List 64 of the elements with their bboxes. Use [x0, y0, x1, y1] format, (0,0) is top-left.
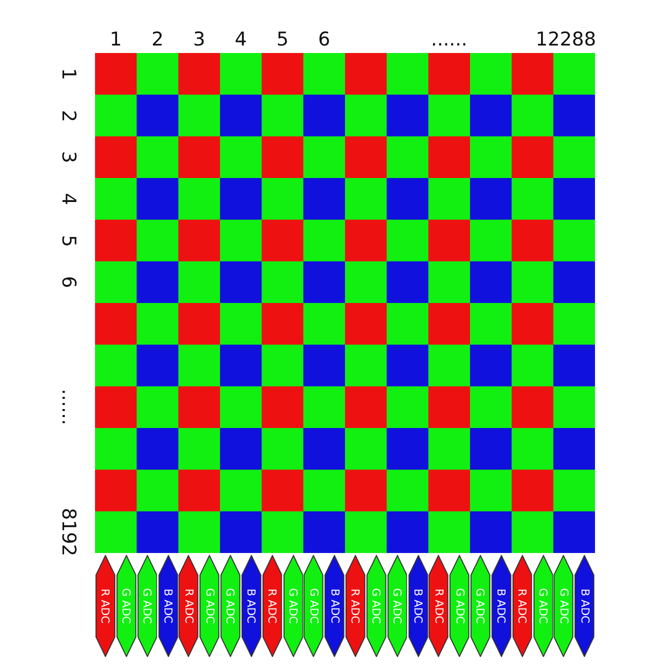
adc-hexagon [532, 555, 554, 657]
row-number: 5 [58, 234, 78, 247]
adc-hexagon [116, 555, 137, 657]
adc-label: G ADC [558, 588, 570, 624]
adc-label: R ADC [350, 588, 361, 624]
row-number: 4 [58, 192, 78, 205]
adc-label: G ADC [287, 588, 298, 624]
row-number: 6 [58, 276, 78, 288]
adc-hexagon [470, 555, 491, 657]
adc-label: B ADC [579, 588, 590, 624]
adc-label: G ADC [224, 588, 236, 624]
adc-label: R ADC [183, 588, 194, 624]
adc-label: R ADC [100, 588, 111, 624]
adc-hexagon [282, 555, 304, 657]
adc-hexagon [220, 555, 241, 657]
adc-hexagon [408, 555, 428, 657]
column-number: 12288 [536, 30, 596, 50]
adc-hexagon [136, 555, 158, 657]
row-number: 2 [58, 109, 78, 122]
adc-hexagon [178, 555, 200, 657]
adc-label: R ADC [433, 588, 444, 624]
adc-label: G ADC [392, 588, 403, 624]
adc-label: B ADC [246, 588, 257, 624]
adc-hexagon [428, 555, 450, 657]
adc-label: G ADC [454, 588, 466, 624]
row-number: 1 [58, 68, 78, 80]
column-number: 1 [110, 30, 122, 50]
adc-label: G ADC [204, 588, 216, 624]
ellipsis-label: ...... [431, 30, 468, 50]
adc-label: G ADC [308, 588, 320, 624]
adc-hexagon [490, 555, 512, 657]
column-number: 2 [151, 30, 164, 50]
adc-hexagon [199, 555, 220, 657]
adc-hexagon [95, 555, 116, 657]
adc-hexagon [386, 555, 408, 657]
adc-label: B ADC [412, 588, 424, 624]
adc-hexagon [366, 555, 387, 657]
adc-label: B ADC [496, 588, 507, 624]
row-number: 3 [58, 151, 78, 164]
adc-label: R ADC [516, 588, 528, 624]
adc-label: G ADC [120, 588, 132, 624]
adc-label: G ADC [142, 588, 153, 624]
adc-label: B ADC [329, 588, 340, 624]
column-number: 3 [193, 30, 206, 50]
adc-hexagon [574, 555, 595, 657]
ellipsis-label: ...... [58, 389, 78, 426]
adc-hexagon [553, 555, 574, 657]
adc-hexagon [345, 555, 366, 657]
column-number: 5 [276, 30, 289, 50]
adc-label: G ADC [474, 588, 486, 624]
adc-hexagon [262, 555, 282, 657]
column-number: 6 [318, 30, 330, 50]
adc-label: B ADC [162, 588, 174, 624]
column-number: 4 [234, 30, 247, 50]
adc-hexagon [324, 555, 345, 657]
adc-hexagon [303, 555, 324, 657]
adc-hexagon [240, 555, 262, 657]
adc-label: G ADC [537, 588, 548, 624]
adc-label: R ADC [266, 588, 278, 624]
adc-hexagon [512, 555, 532, 657]
adc-hexagon [158, 555, 178, 657]
adc-hexagon [449, 555, 470, 657]
row-number: 8192 [58, 508, 78, 556]
adc-label: G ADC [370, 588, 382, 624]
